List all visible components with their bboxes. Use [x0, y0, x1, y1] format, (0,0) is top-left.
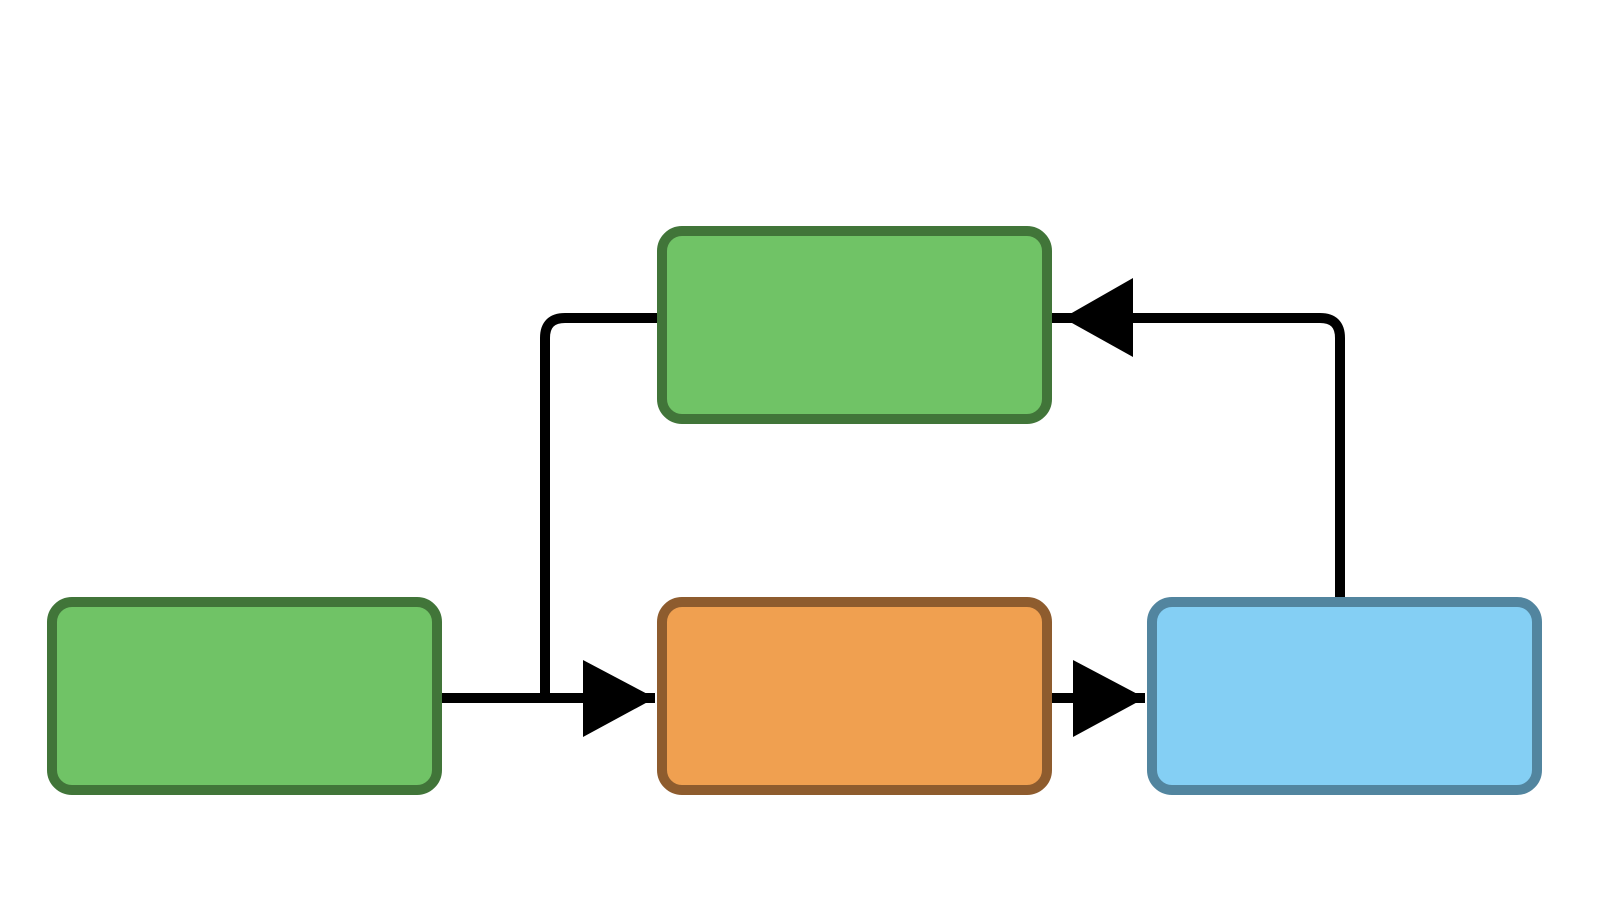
arrowhead-layer — [583, 278, 1145, 737]
arrowhead-into-blue — [1073, 660, 1145, 737]
arrowhead-into-top — [1063, 278, 1133, 357]
edge-left-to-top[interactable] — [540, 313, 657, 698]
node-right-blue[interactable] — [1147, 597, 1542, 795]
node-mid-orange[interactable] — [657, 597, 1052, 795]
node-left-green[interactable] — [47, 597, 442, 795]
edge-blue-to-top[interactable] — [1045, 313, 1345, 600]
arrowhead-into-orange — [583, 660, 655, 737]
node-top-green[interactable] — [657, 226, 1052, 424]
